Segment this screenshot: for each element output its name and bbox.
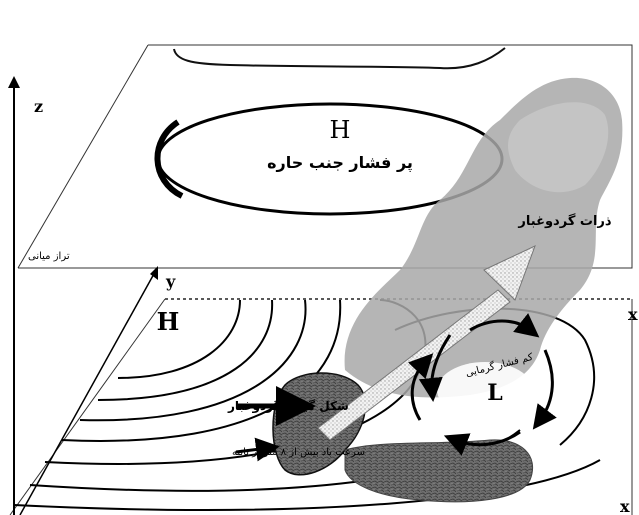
subtropical-high-thick-edge (154, 119, 184, 199)
isobar (97, 299, 274, 401)
axes: z y x x (8, 76, 638, 515)
isobar (13, 459, 601, 511)
x-axis-label-lower: x (620, 497, 630, 515)
y-axis-label: y (165, 272, 176, 291)
circulation-arrow (408, 353, 434, 421)
circulation-arrow (532, 349, 557, 430)
wind-speed-pointer (235, 437, 280, 462)
upper-plane-slant-edge (17, 44, 149, 269)
lower-low-letter: L (487, 380, 502, 406)
isobar (117, 299, 241, 379)
ground-dust-patch (344, 439, 534, 503)
x-axis-label-upper: x (628, 305, 638, 324)
lower-plane: L کم فشار گرمایی H شکل گیری گردوغبار سرع… (9, 77, 633, 515)
circulation-arrow (469, 313, 540, 338)
y-axis (19, 271, 156, 515)
upper-high-letter: H (330, 116, 351, 144)
dust-particles-label: ذرات گردوغبار (517, 213, 611, 229)
lower-high-letter: H (157, 307, 180, 336)
z-axis-label: z (34, 97, 43, 116)
dust-plume-light (508, 102, 609, 193)
isobar (79, 299, 307, 422)
wind-speed-label: سرعت باد بیش از ۸ متر بر ثانیه (232, 447, 365, 458)
lower-plane-slant-edge (9, 298, 166, 515)
circulation-arrow (443, 430, 521, 456)
upper-plane-outline (18, 44, 633, 269)
thermal-low-white (437, 362, 533, 418)
upper-high-label: پر فشار جنب حاره (267, 153, 413, 173)
z-axis-arrowhead (8, 76, 20, 88)
upper-contour (173, 47, 506, 70)
cyclonic-circulation-arrows (408, 313, 557, 456)
circulation-arrow (418, 334, 452, 402)
mid-level-label: تراز میانی (28, 251, 70, 262)
y-axis-arrowhead (150, 266, 158, 280)
